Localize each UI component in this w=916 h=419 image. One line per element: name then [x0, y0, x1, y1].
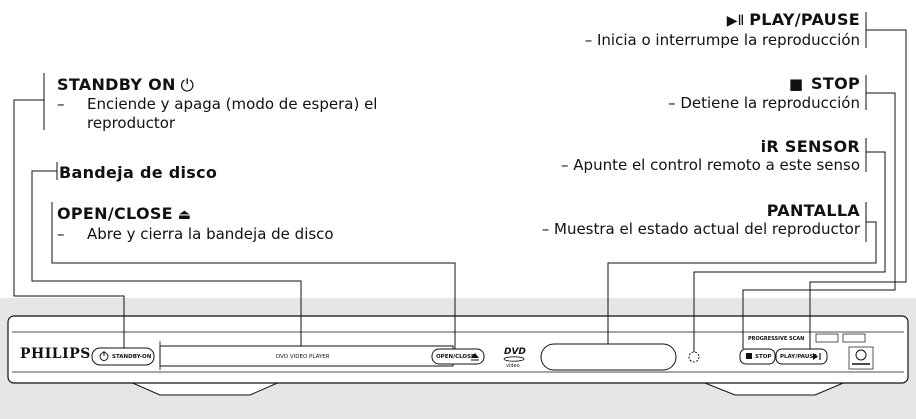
leader-ir-sensor — [693, 151, 886, 352]
eject-icon — [471, 353, 479, 358]
eject-icon: ⏏ — [177, 207, 191, 223]
leader-open-close — [51, 202, 456, 349]
standby-label: STANDBY-ON — [112, 354, 152, 360]
leader-stop — [742, 92, 896, 349]
standby-desc-2: reproductor — [87, 114, 176, 132]
dvd-logo-disc — [503, 356, 525, 362]
progressive-scan-label: PROGRESSIVE SCAN — [748, 336, 805, 342]
play-pause-desc: – Inicia o interrumpe la reproducción — [584, 31, 860, 49]
logo-box-2 — [842, 333, 866, 343]
open-close-dash: – — [57, 225, 65, 243]
stop-button[interactable] — [739, 348, 776, 365]
standby-dash: – — [57, 95, 65, 113]
leader-display — [607, 221, 877, 344]
open-close-desc: Abre y cierra la bandeja de disco — [87, 225, 334, 243]
play-pause-label: PLAY/PAUSE — [780, 354, 818, 360]
ir-sensor-desc: – Apunte el control remoto a este senso — [561, 156, 860, 174]
standby-title: STANDBY ON — [57, 75, 176, 94]
open-close-label: OPEN/CLOSE — [436, 354, 475, 360]
play-pause-button[interactable] — [775, 348, 828, 365]
left-foot — [127, 380, 283, 396]
tray-label: DVD VIDEO PLAYER — [276, 354, 330, 360]
stop-title: STOP — [811, 74, 860, 93]
leader-standby — [13, 99, 125, 348]
annotation-ir-sensor: iR SENSOR – Apunte el control remoto a e… — [561, 137, 860, 175]
power-icon: ⏻ — [180, 76, 194, 96]
right-foot — [699, 380, 849, 396]
annotation-stop: ■ STOP – Detiene la reproducción — [668, 74, 860, 113]
play-pause-icon — [813, 353, 818, 360]
leader-play-pause — [809, 29, 907, 349]
display-desc: – Muestra el estado actual del reproduct… — [541, 220, 860, 238]
play-pause-icon: ▶Ⅱ — [726, 13, 745, 29]
stop-icon — [746, 353, 752, 359]
stop-icon: ■ — [788, 75, 804, 93]
dvd-logo-sub: video — [506, 363, 520, 369]
annotation-open-close: OPEN/CLOSE ⏏ – Abre y cierra la bandeja … — [57, 204, 334, 244]
leader-tray — [31, 170, 302, 346]
open-close-title: OPEN/CLOSE — [57, 204, 173, 223]
play-pause-title: PLAY/PAUSE — [749, 10, 860, 29]
display-title: PANTALLA — [766, 201, 860, 220]
standby-button[interactable] — [91, 347, 155, 366]
brand-logo: PHILIPS — [20, 346, 91, 362]
stop-label: STOP — [755, 354, 772, 360]
annotation-display: PANTALLA – Muestra el estado actual del … — [542, 201, 860, 239]
dvd-logo: DVD — [504, 347, 526, 357]
ir-sensor-title: iR SENSOR — [760, 137, 860, 156]
standby-desc-1: Enciende y apaga (modo de espera) el — [87, 95, 378, 113]
logo-box-1 — [815, 333, 839, 343]
tray-title: Bandeja de disco — [59, 163, 218, 182]
annotation-play-pause: ▶Ⅱ PLAY/PAUSE – Inicia o interrumpe la r… — [585, 10, 860, 50]
display-window — [540, 343, 677, 371]
annotation-tray: Bandeja de disco — [59, 163, 217, 183]
stop-desc: – Detiene la reproducción — [668, 94, 860, 112]
annotation-standby: STANDBY ON ⏻ – Enciende y apaga (modo de… — [57, 75, 377, 133]
